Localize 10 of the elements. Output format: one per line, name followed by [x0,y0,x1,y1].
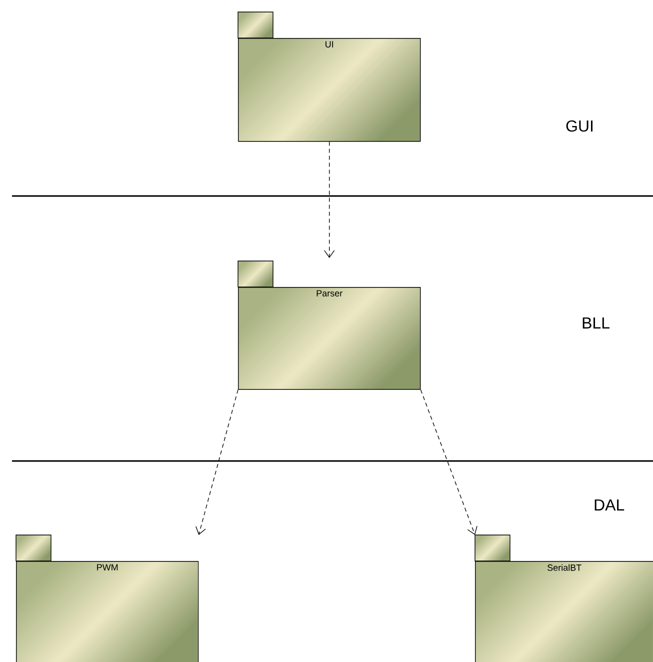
dependency-arrow [196,389,238,535]
package-box: PWM [16,534,199,662]
layer-label: DAL [594,500,624,510]
layer-label: BLL [582,318,610,328]
package-box: SerialBT [474,534,653,662]
package-box: Parser [238,260,421,390]
dependency-arrow [324,141,335,258]
dependency-arrow [420,389,478,535]
layer-label: GUI [566,120,592,132]
package-box: UI [238,12,421,142]
